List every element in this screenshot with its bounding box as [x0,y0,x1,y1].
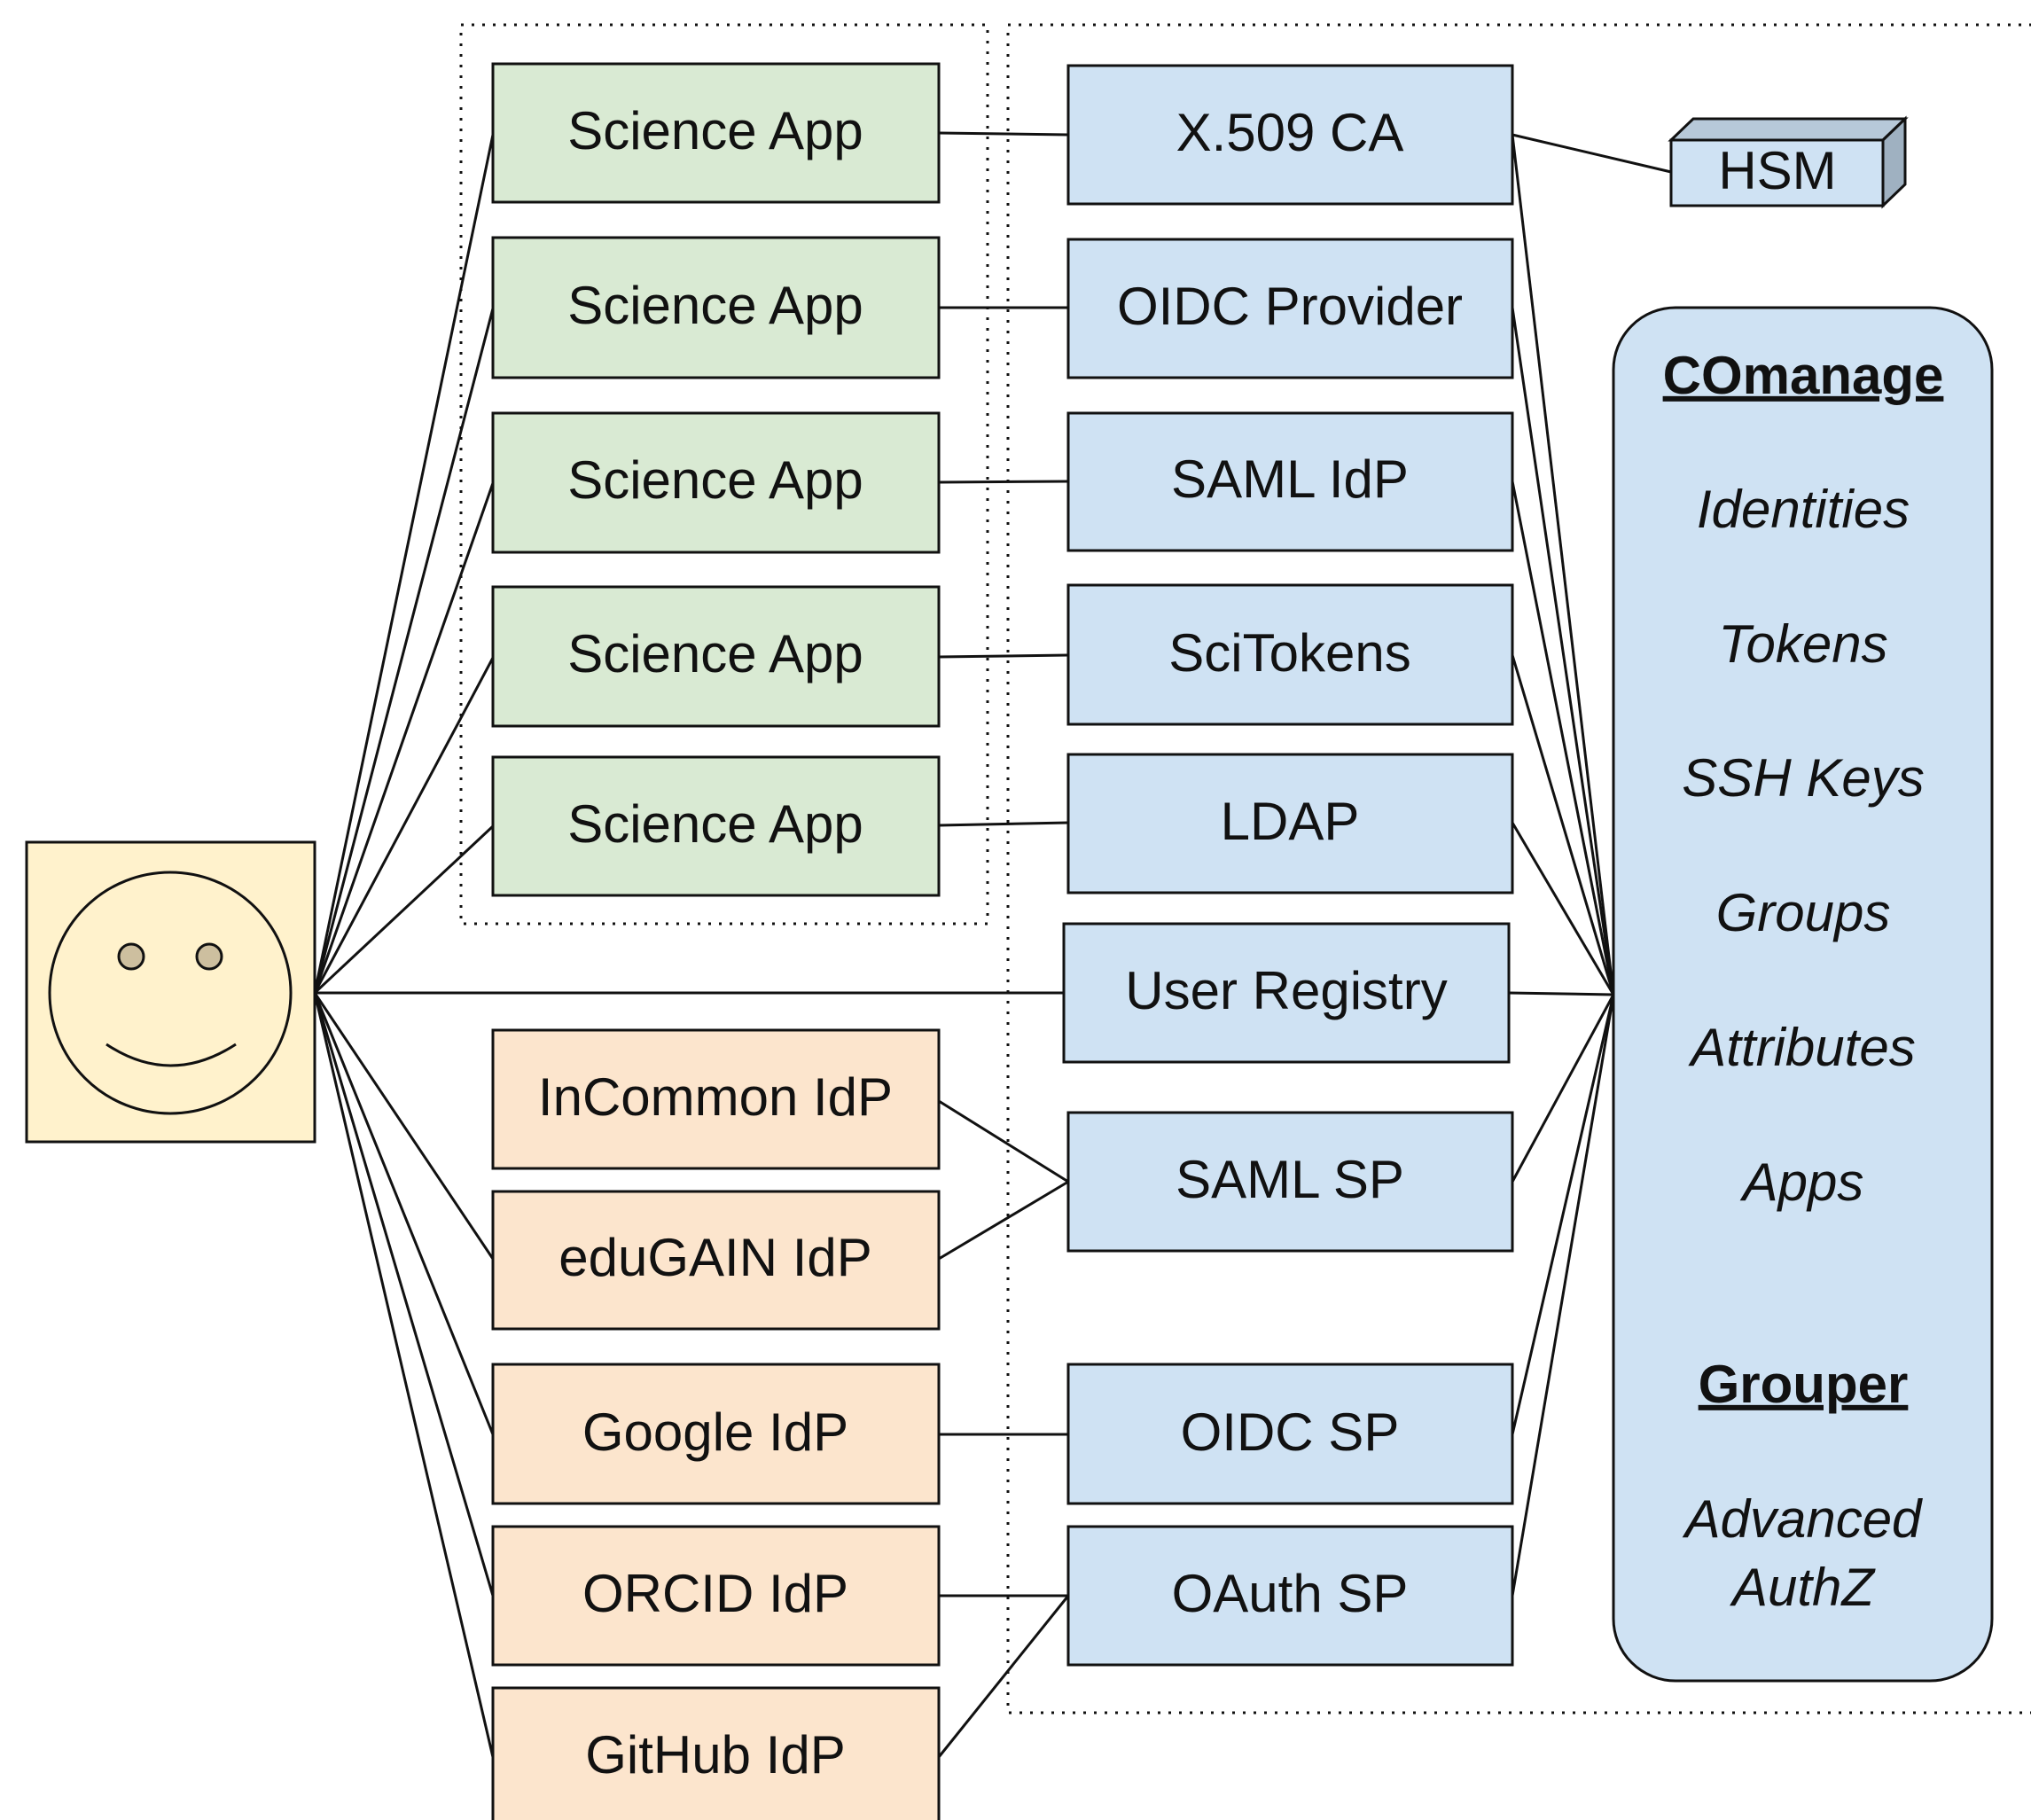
scitokens-label: SciTokens [1168,623,1410,683]
oauth-sp-label: OAuth SP [1172,1564,1409,1623]
ldap-box: LDAP [1066,753,1514,894]
science-app-box: Science App [491,62,941,204]
oidc-provider-label: OIDC Provider [1117,277,1463,336]
science-app-label: Science App [567,794,863,854]
services-group-outline [1006,23,2031,1715]
comanage-item: Apps [1740,1152,1864,1212]
oidc-provider-box: OIDC Provider [1066,238,1514,379]
incommon-idp-box: InCommon IdP [491,1028,941,1170]
github-idp-box: GitHub IdP [491,1686,941,1820]
comanage-item: Identities [1697,480,1910,539]
connector-lines [313,131,1672,1758]
oidc-sp-box: OIDC SP [1066,1363,1514,1505]
science-app-box: Science App [491,411,941,554]
science-app-label: Science App [567,101,863,160]
ldap-label: LDAP [1221,792,1360,851]
orcid-idp-box: ORCID IdP [491,1525,941,1667]
oauth-sp-box: OAuth SP [1066,1525,1514,1667]
google-idp-box: Google IdP [491,1363,941,1505]
google-idp-label: Google IdP [582,1402,848,1462]
saml-idp-label: SAML IdP [1171,449,1409,509]
grouper-title: Grouper [1699,1355,1909,1414]
saml-sp-label: SAML SP [1176,1150,1404,1209]
github-idp-label: GitHub IdP [585,1725,845,1785]
oidc-sp-label: OIDC SP [1181,1402,1400,1462]
edugain-idp-label: eduGAIN IdP [559,1228,872,1287]
science-app-label: Science App [567,450,863,510]
science-app-box: Science App [491,755,941,897]
science-app-label: Science App [567,624,863,683]
hsm-label: HSM [1718,141,1836,200]
science-app-label: Science App [567,276,863,335]
comanage-item: Attributes [1688,1018,1915,1077]
user-registry-box: User Registry [1062,922,1511,1064]
saml-idp-box: SAML IdP [1066,411,1514,552]
comanage-item: Tokens [1718,614,1887,674]
x509-ca-label: X.509 CA [1176,103,1404,162]
grouper-item: Advanced [1683,1489,1923,1549]
scitokens-box: SciTokens [1066,583,1514,726]
hardware-security-module-box-icon: HSM [1668,115,1909,209]
x509-ca-box: X.509 CA [1066,64,1514,206]
comanage-title: COmanage [1663,346,1944,405]
science-app-box: Science App [491,585,941,728]
smiley-face-icon [48,871,293,1115]
user-node [25,840,316,1144]
orcid-idp-label: ORCID IdP [582,1564,848,1623]
comanage-panel: COmanage Identities Tokens SSH Keys Grou… [1612,306,1994,1683]
grouper-item: AuthZ [1730,1558,1876,1617]
incommon-idp-label: InCommon IdP [538,1067,893,1127]
edugain-idp-box: eduGAIN IdP [491,1190,941,1331]
science-app-box: Science App [491,236,941,379]
comanage-item: SSH Keys [1682,748,1924,808]
user-registry-label: User Registry [1125,961,1447,1020]
saml-sp-box: SAML SP [1066,1111,1514,1253]
comanage-item: Groups [1716,883,1891,942]
